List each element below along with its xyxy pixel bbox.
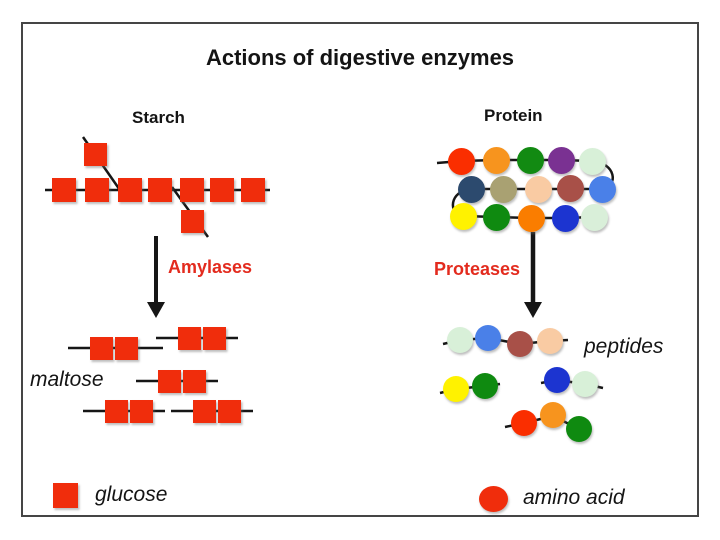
- protein-label: Protein: [484, 106, 543, 125]
- protease-arrow-head: [524, 302, 542, 318]
- protein-backbone-right-turn: [591, 159, 614, 191]
- peptide-line: [439, 382, 501, 395]
- proteases-label: Proteases: [434, 259, 521, 279]
- starch-label: Starch: [132, 108, 185, 127]
- maltose-label: maltose: [30, 368, 104, 391]
- starch-branch-line-top: [81, 136, 124, 194]
- protein-backbone-row3: [462, 214, 606, 226]
- amylase-arrow-head: [147, 302, 165, 318]
- protein-backbone-row1: [436, 158, 593, 165]
- protein-backbone-left-turn: [451, 187, 472, 218]
- starch-branch-line-bottom: [170, 186, 210, 238]
- peptides-label: peptides: [584, 335, 664, 358]
- amylases-label: Amylases: [168, 257, 253, 277]
- peptide-line: [540, 378, 604, 390]
- glucose-legend-label: glucose: [95, 483, 168, 506]
- glucose-legend-icon: [53, 483, 78, 508]
- amino-acid-legend-icon: [479, 486, 508, 512]
- diagram-title: Actions of digestive enzymes: [205, 45, 515, 70]
- peptide-line: [504, 414, 580, 431]
- amino-acid-legend-label: amino acid: [523, 486, 625, 509]
- peptide-line: [442, 336, 569, 346]
